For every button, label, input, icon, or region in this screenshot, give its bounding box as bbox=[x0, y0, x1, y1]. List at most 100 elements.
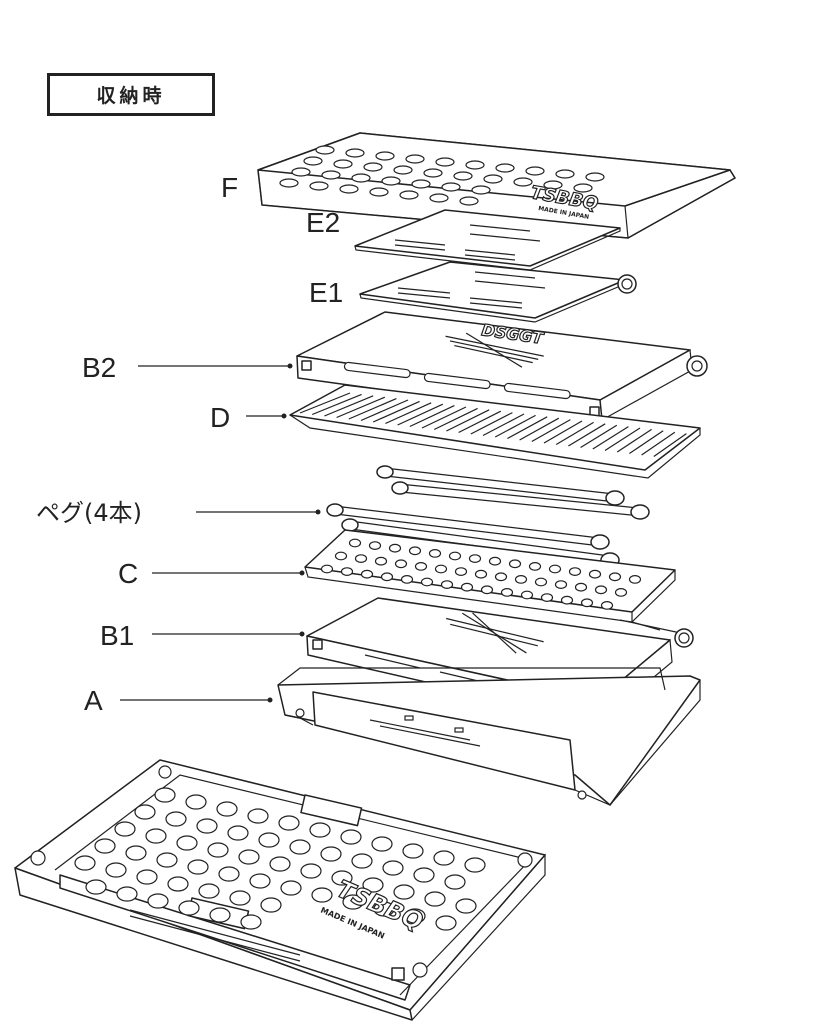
f-hole bbox=[303, 156, 323, 166]
stack-hole bbox=[464, 857, 486, 873]
f-hole bbox=[333, 159, 353, 169]
d-slat bbox=[629, 430, 664, 454]
stack-hole bbox=[154, 787, 176, 803]
stack-hole bbox=[413, 867, 435, 883]
peg-head bbox=[326, 503, 344, 517]
c-hole bbox=[500, 588, 514, 597]
c-hole bbox=[388, 543, 402, 553]
stack-hole bbox=[404, 908, 426, 924]
d-slat bbox=[470, 412, 513, 435]
d-slat bbox=[543, 420, 583, 444]
stack-hole bbox=[105, 862, 127, 878]
stack-hole bbox=[185, 794, 207, 810]
d-slat bbox=[299, 392, 351, 414]
stack-hole bbox=[218, 866, 240, 882]
c-hole bbox=[608, 572, 622, 582]
peg-hook bbox=[590, 534, 610, 550]
d-slat bbox=[348, 398, 397, 420]
d-slat bbox=[336, 396, 386, 419]
stack-hole bbox=[74, 855, 96, 871]
stack-hole bbox=[178, 900, 200, 916]
c-hole bbox=[460, 582, 474, 592]
c-hole bbox=[540, 593, 554, 602]
stack-hole bbox=[165, 811, 187, 827]
d-slat bbox=[324, 395, 374, 417]
d-slat bbox=[580, 424, 618, 449]
stack-hole bbox=[424, 891, 446, 907]
stack-hole bbox=[229, 890, 251, 906]
d-slat bbox=[433, 407, 478, 431]
peg-body bbox=[381, 468, 619, 502]
c-hole bbox=[568, 567, 582, 576]
stack-hole bbox=[247, 808, 269, 824]
c-hole bbox=[434, 564, 448, 574]
label-B1: B1 bbox=[100, 620, 134, 651]
f-hole bbox=[459, 196, 479, 206]
stack-hole bbox=[340, 829, 362, 845]
stack-hole bbox=[216, 801, 238, 817]
c-hole bbox=[320, 564, 334, 574]
stack-hole bbox=[85, 879, 107, 895]
c-hole bbox=[400, 575, 414, 584]
c-hole bbox=[628, 575, 642, 584]
part-C bbox=[304, 529, 676, 631]
d-slat bbox=[653, 433, 687, 457]
peg-head bbox=[391, 481, 409, 495]
stack-hole bbox=[433, 850, 455, 866]
f-hole bbox=[435, 157, 455, 167]
d-slat bbox=[372, 400, 420, 423]
stack-hole bbox=[187, 859, 209, 875]
f-hole bbox=[399, 190, 419, 200]
f-hole bbox=[483, 174, 503, 184]
f-hole bbox=[555, 169, 575, 179]
f-hole bbox=[465, 160, 485, 170]
d-slat bbox=[311, 393, 362, 416]
c-hole bbox=[588, 569, 602, 579]
c-hole bbox=[468, 554, 482, 563]
f-hole bbox=[471, 185, 491, 195]
c-hole bbox=[548, 564, 562, 574]
c-hole bbox=[614, 588, 628, 597]
part-B2: DSGGT bbox=[296, 311, 708, 421]
stack-hole bbox=[238, 849, 260, 865]
label-C: C bbox=[118, 558, 138, 589]
d-slat bbox=[641, 431, 676, 456]
f-hole bbox=[339, 184, 359, 194]
c-hole bbox=[508, 559, 522, 569]
stack-hole bbox=[209, 907, 231, 923]
stack-hole bbox=[320, 846, 342, 862]
c-hole bbox=[488, 556, 502, 566]
peg bbox=[391, 481, 650, 520]
c-hole bbox=[408, 546, 422, 556]
stack-hole bbox=[371, 836, 393, 852]
f-hole bbox=[315, 145, 335, 155]
stack-hole bbox=[136, 869, 158, 885]
d-slat bbox=[531, 419, 571, 443]
d-slat bbox=[385, 402, 432, 425]
title-box: 収納時 bbox=[47, 73, 215, 116]
f-hole bbox=[585, 172, 605, 182]
stack-hole bbox=[342, 894, 364, 910]
label-F: F bbox=[221, 172, 238, 203]
stack-hole bbox=[362, 877, 384, 893]
part-E1 bbox=[359, 261, 637, 323]
stack-hole bbox=[125, 845, 147, 861]
c-hole bbox=[480, 585, 494, 595]
c-hole bbox=[348, 538, 362, 548]
d-slat bbox=[507, 416, 548, 440]
c-hole bbox=[474, 569, 488, 579]
peg-body bbox=[331, 506, 604, 546]
stack-hole bbox=[134, 804, 156, 820]
d-slat bbox=[458, 410, 502, 434]
c-hole bbox=[574, 582, 588, 592]
c-hole bbox=[534, 577, 548, 587]
stack-hole bbox=[435, 915, 457, 931]
c-hole bbox=[354, 554, 368, 563]
f-hole bbox=[345, 148, 365, 158]
stack-hole bbox=[351, 853, 373, 869]
d-slat bbox=[592, 426, 629, 450]
stack-hole bbox=[269, 856, 291, 872]
stack-hole bbox=[114, 821, 136, 837]
label-E2: E2 bbox=[306, 207, 340, 238]
